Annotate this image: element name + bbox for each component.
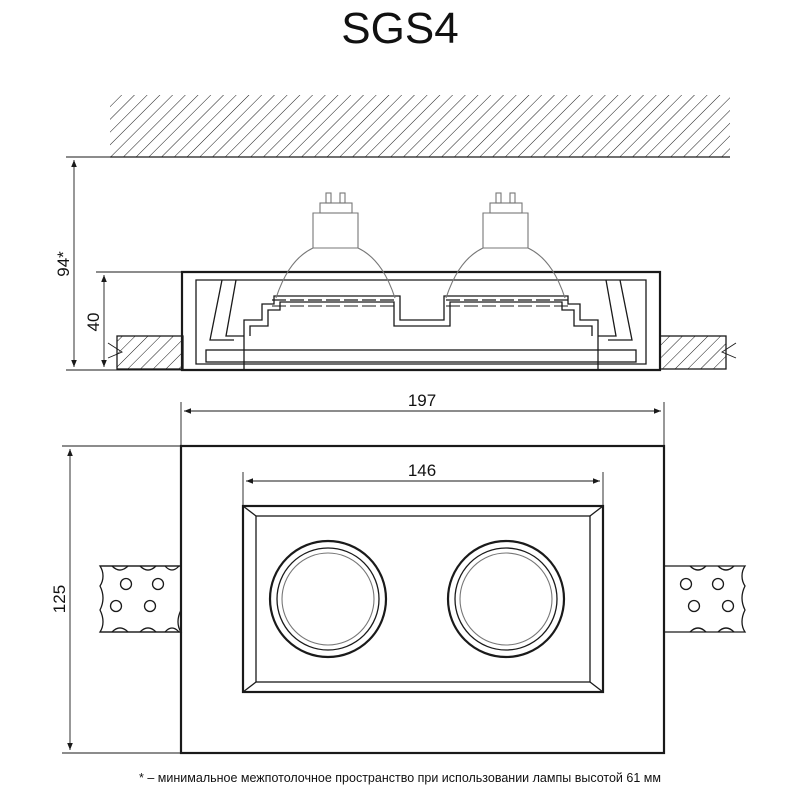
drywall-right	[659, 335, 727, 370]
break-mark-right	[721, 342, 737, 359]
drywall-left	[116, 335, 184, 370]
light-opening-right	[446, 539, 566, 659]
page-title: SGS4	[341, 4, 458, 53]
light-opening-left	[268, 539, 388, 659]
mounting-ear-right	[664, 565, 747, 633]
dim-depth: 125	[50, 585, 69, 613]
outer-frame	[179, 444, 666, 755]
break-mark-left	[107, 342, 123, 359]
lamp-left	[275, 192, 396, 299]
inner-recess-step	[255, 515, 591, 683]
inner-recess	[241, 504, 605, 694]
ceiling-slab	[110, 95, 730, 157]
fixture-body-section	[180, 270, 662, 372]
side-view: 94* 40	[54, 95, 737, 372]
top-view: 197 146 125	[50, 391, 747, 755]
dim-total-height: 94*	[54, 251, 73, 277]
dim-body-height: 40	[84, 313, 103, 332]
lamp-right	[445, 192, 566, 299]
dim-width: 197	[408, 391, 436, 410]
dim-inner-width: 146	[408, 461, 436, 480]
mounting-ear-left	[98, 565, 183, 633]
footnote: * – минимальное межпотолочное пространст…	[139, 771, 661, 785]
